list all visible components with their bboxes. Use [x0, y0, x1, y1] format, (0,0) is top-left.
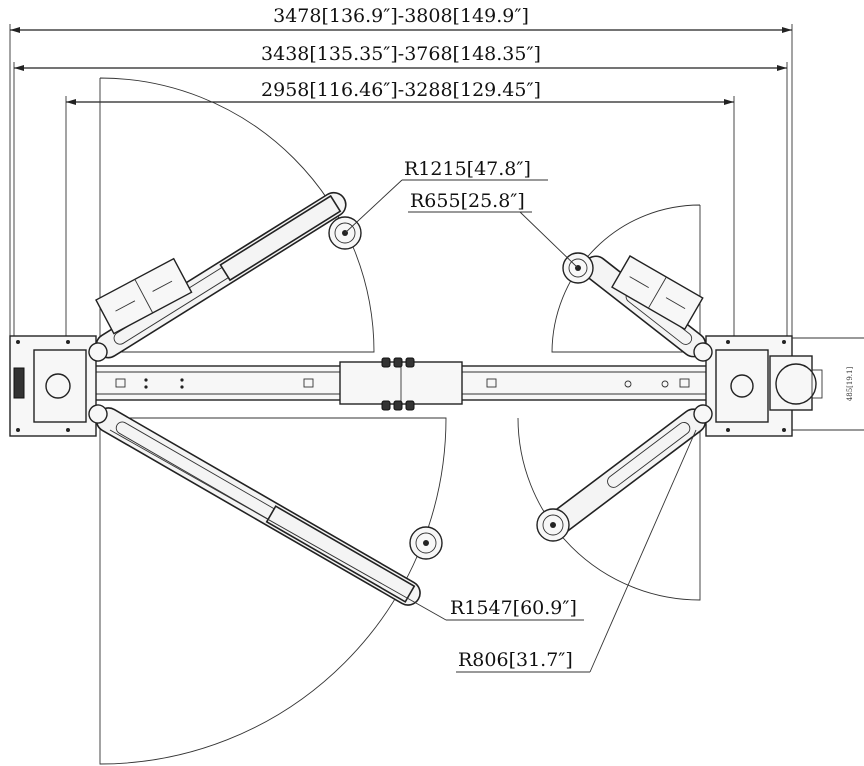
dim-overall-inner-label: 3438[135.35″]-3768[148.35″] [261, 43, 541, 65]
swing-arcs [99, 77, 701, 765]
arm-front-left [88, 191, 347, 362]
callout-r655: R655[25.8″] [408, 190, 579, 269]
dimension-overall-outer: 3478[136.9″]-3808[149.9″] [9, 5, 793, 340]
toolbox-left [95, 257, 193, 335]
dimension-overall-inner: 3438[135.35″]-3768[148.35″] [13, 43, 788, 340]
callout-r1215: R1215[47.8″] [344, 158, 548, 234]
radius-rear-left-label: R1547[60.9″] [450, 597, 577, 619]
base-beam [79, 357, 721, 411]
arm-rear-right [548, 404, 713, 534]
arm-rear-left [88, 404, 421, 606]
dim-overall-outer-label: 3478[136.9″]-3808[149.9″] [273, 5, 529, 27]
radius-rear-right-label: R806[31.7″] [458, 649, 573, 671]
radius-front-left-label: R1215[47.8″] [404, 158, 531, 180]
side-dimension: 485[19.1] [792, 337, 864, 431]
left-column [9, 335, 97, 437]
radius-front-right-label: R655[25.8″] [410, 190, 525, 212]
callout-r806: R806[31.7″] [456, 429, 697, 673]
toolbox-right [611, 255, 704, 331]
dimension-between-columns: 2958[116.46″]-3288[129.45″] [65, 79, 735, 340]
pad-rear-left [409, 526, 443, 560]
dim-between-columns-label: 2958[116.46″]-3288[129.45″] [261, 79, 541, 101]
right-column [705, 335, 823, 437]
pad-rear-right [536, 508, 570, 542]
callout-r1547: R1547[60.9″] [109, 429, 584, 621]
side-dimension-label: 485[19.1] [846, 367, 854, 402]
